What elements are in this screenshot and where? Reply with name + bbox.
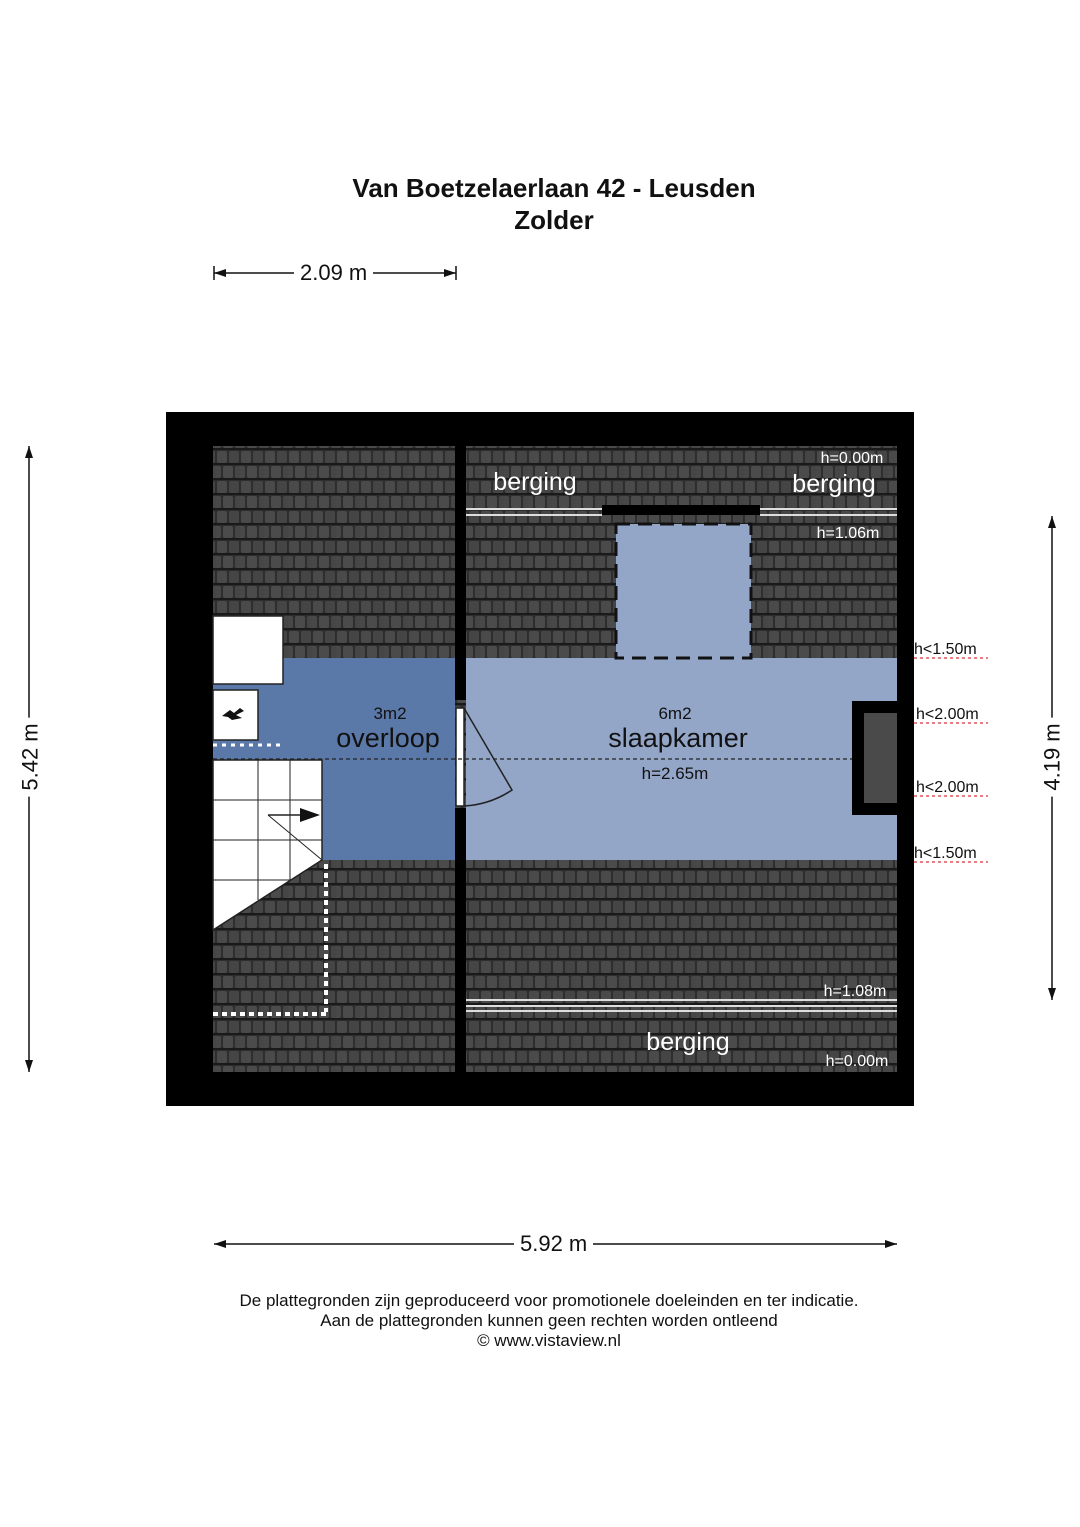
staircase	[212, 759, 323, 932]
door-swing	[463, 707, 514, 807]
knee-wall-bottom	[466, 999, 897, 1012]
height-top-knee: h=1.06m	[817, 525, 880, 542]
window-frame	[602, 505, 760, 515]
height-side-2: h<2.00m	[916, 706, 979, 723]
cupboard	[212, 615, 284, 685]
dim-bottom: 5.92 m	[514, 1231, 594, 1257]
chimney-inner	[864, 713, 897, 803]
slaapkamer-name: slaapkamer	[608, 723, 748, 753]
knee-wall-top	[466, 508, 897, 516]
height-side-4: h<1.50m	[914, 845, 977, 862]
heater-icon	[222, 708, 244, 720]
slaapkamer-height: h=2.65m	[642, 764, 709, 783]
slaapkamer-area: 6m2	[658, 704, 691, 723]
center-wall	[455, 446, 466, 700]
disclaimer-line-2: Aan de plattegronden kunnen geen rechten…	[320, 1311, 778, 1330]
stair-railing	[213, 864, 328, 1016]
height-bottom-ridge: h=0.00m	[826, 1053, 889, 1070]
overloop-name: overloop	[336, 723, 440, 753]
door[interactable]	[455, 707, 465, 807]
berging-top-right-name: berging	[792, 470, 875, 498]
dim-left: 5.42 m	[17, 717, 44, 797]
berging-bottom-name: berging	[646, 1028, 729, 1056]
height-markers	[914, 657, 988, 863]
height-bottom-knee: h=1.08m	[824, 983, 887, 1000]
plan-title: Van Boetzelaerlaan 42 - Leusden	[352, 173, 756, 203]
disclaimer-line-1: De plattegronden zijn geproduceerd voor …	[239, 1291, 859, 1310]
height-side-1: h<1.50m	[914, 641, 977, 658]
center-wall-lower	[455, 808, 466, 1072]
overloop-area: 3m2	[373, 704, 406, 723]
berging-top-left-name: berging	[493, 468, 576, 496]
roof-window	[614, 522, 753, 660]
dim-top: 2.09 m	[294, 260, 374, 286]
floor-name: Zolder	[514, 205, 594, 235]
height-top-ridge: h=0.00m	[821, 450, 884, 467]
height-side-3: h<2.00m	[916, 779, 979, 796]
dim-right: 4.19 m	[1039, 717, 1066, 797]
copyright: © www.vistaview.nl	[477, 1331, 621, 1350]
